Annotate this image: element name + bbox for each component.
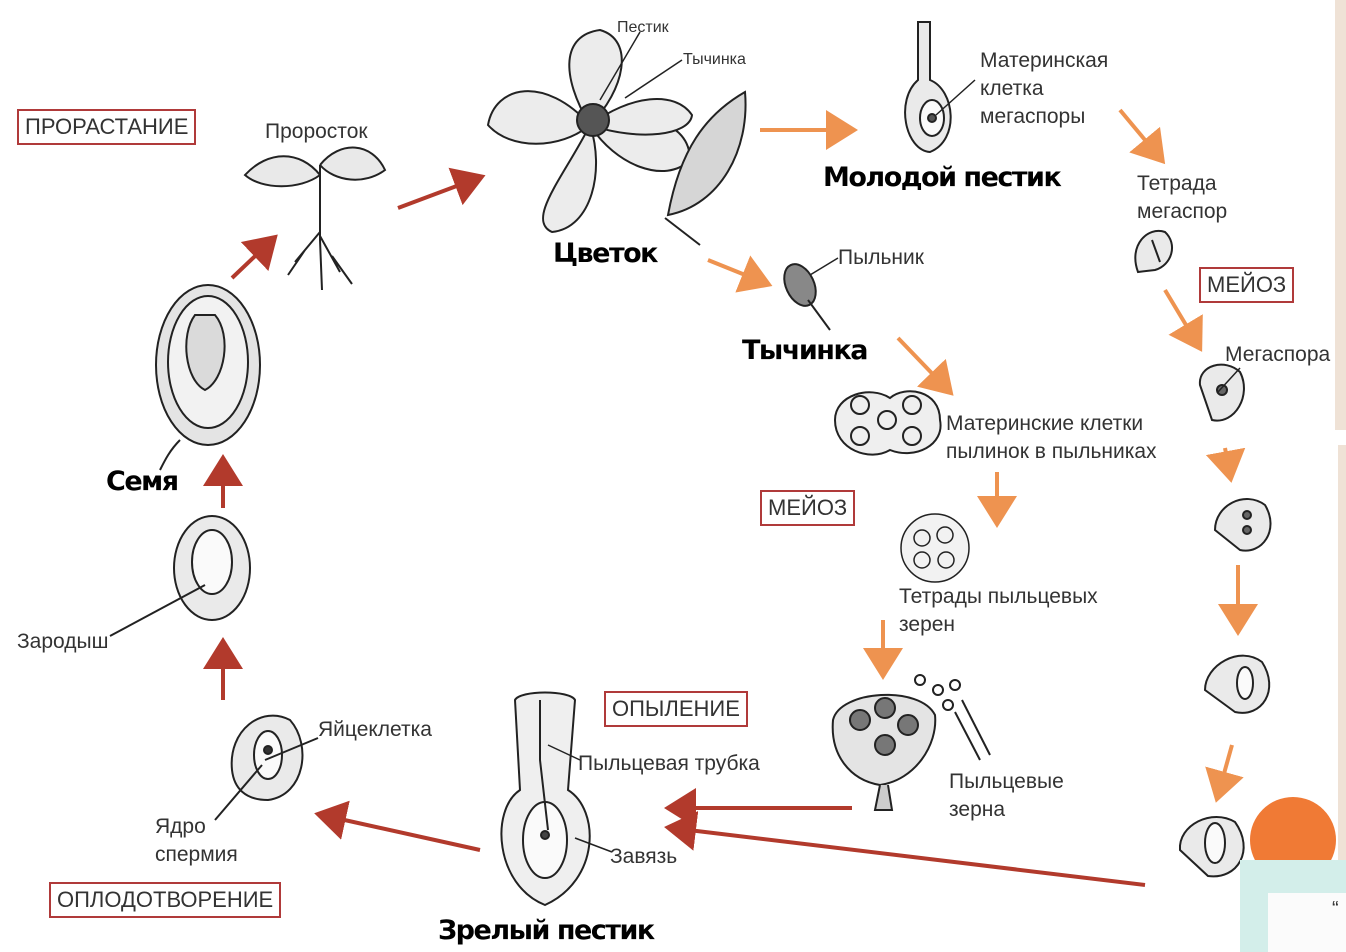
- egg-cell-label: Яйцеклетка: [318, 716, 432, 744]
- megaspore-tetrad-label: Тетрада мегаспор: [1137, 170, 1227, 226]
- anther-drawing: [778, 259, 830, 330]
- ovule-sequence-drawing: [1180, 365, 1271, 877]
- young-pistil-drawing: [905, 22, 951, 152]
- pistil-label: Пестик: [617, 14, 669, 42]
- side-bar-bottom: [1338, 445, 1346, 865]
- seed-title: Семя: [106, 466, 178, 497]
- arrow-ovule-to-pistil: [672, 828, 1145, 885]
- leader-anther: [810, 258, 838, 275]
- pollen-tetrad-drawing: [901, 514, 969, 582]
- sprout-drawing: [245, 148, 385, 290]
- arrow-megaspore-down-3: [1218, 745, 1232, 795]
- arrow-pistil-to-fertilization: [322, 815, 480, 850]
- stamen-title: Тычинка: [742, 335, 867, 366]
- pollination-box: ОПЫЛЕНИЕ: [604, 691, 748, 727]
- pollen-mother-label: Материнские клетки пылинок в пыльниках: [946, 410, 1157, 466]
- flower-title: Цветок: [553, 238, 657, 269]
- young-pistil-title: Молодой пестик: [823, 162, 1060, 193]
- arrow-flower-to-stamen: [708, 260, 765, 283]
- arrow-sprout-to-flower: [398, 178, 478, 208]
- mature-pistil-drawing: [501, 693, 589, 906]
- anther-label: Пыльник: [838, 244, 924, 272]
- sprout-label: Проросток: [265, 118, 368, 146]
- pollen-grains-label: Пыльцевые зерна: [949, 768, 1064, 824]
- arrow-seed-to-sprout: [232, 240, 272, 278]
- side-bar-top: [1335, 0, 1346, 430]
- megaspore-mother-label: Материнская клетка мегаспоры: [980, 47, 1108, 131]
- seed-drawing: [156, 285, 260, 470]
- leader-stamen-top: [625, 60, 682, 98]
- arrow-stamen-to-mother-cells: [898, 338, 948, 390]
- pollen-tube-label: Пыльцевая трубка: [578, 750, 760, 778]
- arrow-megaspore-down-1: [1225, 448, 1230, 475]
- pollen-mother-cells-drawing: [835, 391, 941, 454]
- sperm-nucleus-label: Ядро спермия: [155, 813, 238, 869]
- arrow-mother-to-tetrad: [1120, 110, 1160, 158]
- fertilization-box: ОПЛОДОТВОРЕНИЕ: [49, 882, 281, 918]
- meiosis-right-box: МЕЙОЗ: [1199, 267, 1294, 303]
- tetrad-drawing: [1135, 231, 1172, 272]
- fertilized-ovule-drawing: [215, 716, 318, 820]
- ovary-label: Завязь: [610, 843, 677, 871]
- arrow-tetrad-to-megaspore: [1165, 290, 1198, 345]
- megaspore-label: Мегаспора: [1225, 341, 1330, 369]
- mature-pistil-title: Зрелый пестик: [438, 915, 654, 946]
- germination-box: ПРОРАСТАНИЕ: [17, 109, 196, 145]
- stamen-top-label: Тычинка: [683, 46, 746, 74]
- embryo-ovule-drawing: [110, 516, 250, 636]
- pollen-tetrads-label: Тетрады пыльцевых зерен: [899, 583, 1098, 639]
- corner-quote-glyph: “: [1332, 898, 1339, 921]
- embryo-label: Зародыш: [17, 628, 108, 656]
- meiosis-mid-box: МЕЙОЗ: [760, 490, 855, 526]
